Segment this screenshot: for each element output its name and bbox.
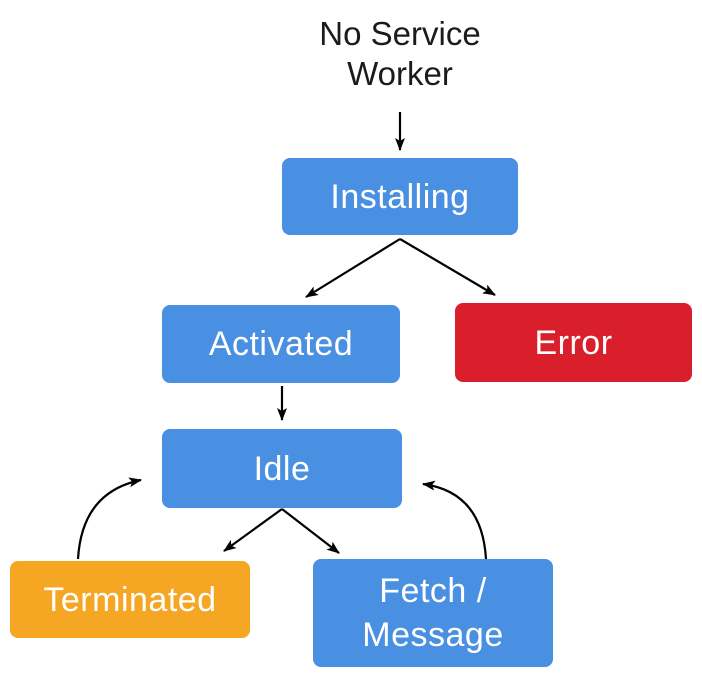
edge-idle-to-terminated (223, 508, 283, 552)
edge-installing-to-activated (305, 238, 401, 298)
node-terminated-label: Terminated (43, 580, 217, 619)
node-installing: Installing (282, 158, 518, 235)
node-fetch-message: Fetch / Message (313, 559, 553, 667)
edge-installing-to-error (399, 238, 496, 296)
diagram-title-line1: No Service (319, 15, 481, 52)
diagram-title: No Service Worker (319, 14, 480, 94)
diagram-title-line2: Worker (347, 55, 453, 92)
edge-idle-to-fetch-message (281, 508, 340, 554)
node-idle: Idle (162, 429, 402, 508)
node-activated-label: Activated (208, 325, 354, 363)
node-fetch-message-label-line2: Message (362, 616, 504, 654)
node-error-label: Error (534, 323, 613, 362)
node-terminated: Terminated (10, 561, 250, 638)
node-idle-label: Idle (253, 449, 311, 488)
edge-terminated-to-idle (76, 477, 142, 560)
node-activated: Activated (162, 305, 400, 383)
node-fetch-message-label-line1: Fetch / (379, 572, 487, 610)
node-installing-label: Installing (330, 177, 470, 216)
edge-fetch-message-to-idle (422, 480, 488, 560)
node-error: Error (455, 303, 692, 382)
